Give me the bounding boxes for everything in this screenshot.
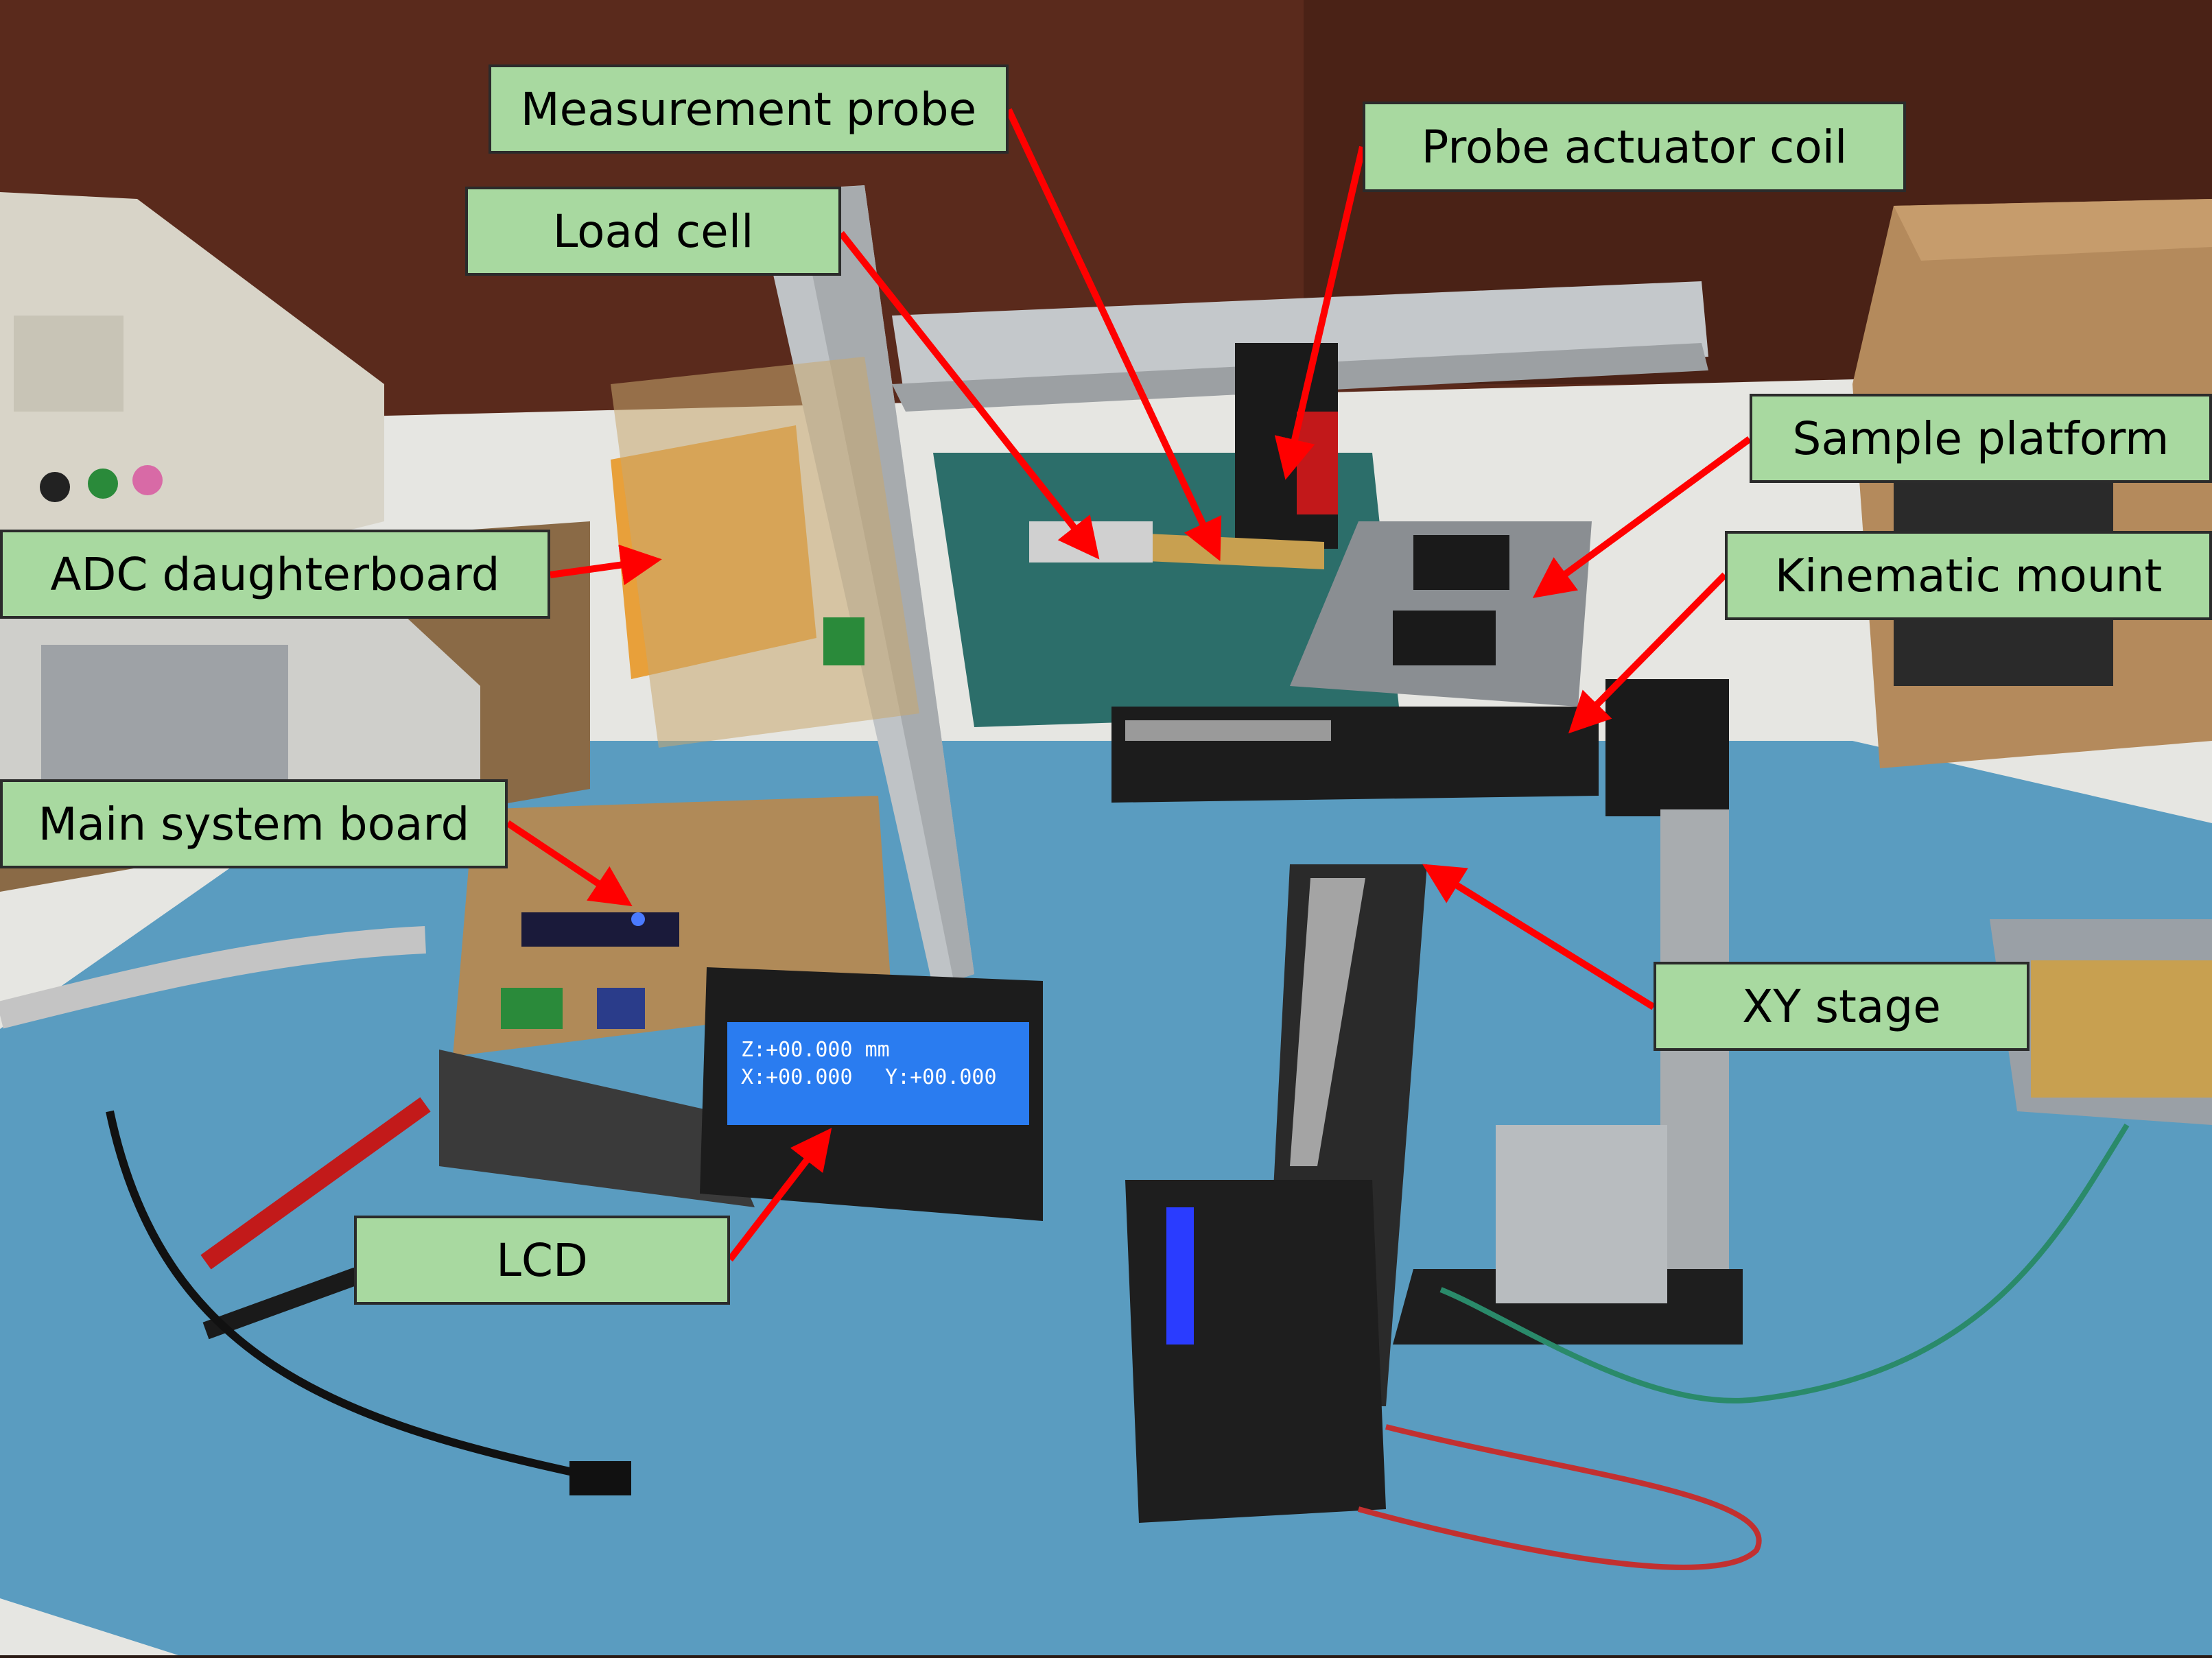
driver-board-2 [597,988,645,1029]
perfboard-right [2031,960,2212,1098]
motor-blue-glow [1166,1207,1194,1345]
terminal-pink [132,465,163,495]
x-motor [1125,1180,1386,1523]
arrow-main-system-board [506,820,633,907]
power-supply-buttons [14,316,123,412]
usb-cable [106,1110,619,1486]
terminal-black [40,472,70,502]
power-supply [0,192,384,617]
label-adc-daughterboard: ADC daughterboard [0,530,550,619]
arrow-sample-platform [1532,436,1752,598]
load-cell-block [1029,521,1153,562]
arrow-load-cell [838,230,1100,560]
lead-screw-x [1290,878,1365,1166]
driver-board-1 [501,988,563,1029]
box-flap [1894,199,2212,261]
label-kinematic-mount: Kinematic mount [1725,531,2212,620]
label-main-system-board: Main system board [0,779,508,868]
black-test-lead [202,1267,360,1340]
base-plate [439,1050,755,1207]
mcu-board [521,912,679,947]
arrow-probe-actuator-coil [1274,145,1366,480]
label-lcd: LCD [354,1216,730,1305]
red-test-lead [200,1097,431,1270]
arrow-xy-stage [1422,864,1656,1010]
ribbon-cable [0,926,426,1029]
label-measurement-probe: Measurement probe [489,64,1009,154]
label-xy-stage: XY stage [1654,962,2029,1051]
motor-cable [1357,1424,1762,1570]
arrow-measurement-probe [1005,108,1222,562]
usb-plug [569,1461,631,1495]
terminal-block [823,617,864,665]
stepper-cable [1439,1123,2130,1404]
lcd-line-2-x: X:+00.000 [741,1065,853,1089]
arrow-kinematic-mount [1568,572,1728,734]
sample-holder-1 [1413,535,1509,590]
label-sample-platform: Sample platform [1750,394,2212,483]
y-motor [1605,679,1729,816]
label-probe-actuator-coil: Probe actuator coil [1363,102,1906,192]
mcu-led [631,912,645,926]
label-load-cell: Load cell [465,187,841,276]
lcd-screen [727,1022,1029,1125]
corner-plate [1496,1125,1667,1303]
arrow-lcd [727,1128,832,1262]
perfboard [611,357,919,748]
lead-screw-y [1125,720,1331,741]
sample-holder-2 [1393,611,1496,665]
annotation-arrows [506,108,1752,1262]
terminal-green [88,469,118,499]
arrow-adc-daughterboard [550,544,662,586]
instrument-keypad [41,645,288,782]
coil-red [1297,412,1338,514]
right-frame [1660,809,1729,1303]
blue-mat [0,741,2212,1655]
lcd-line-2-y: Y:+00.000 [885,1065,997,1089]
lcd-line-1: Z:+00.000 mm [741,1038,890,1062]
